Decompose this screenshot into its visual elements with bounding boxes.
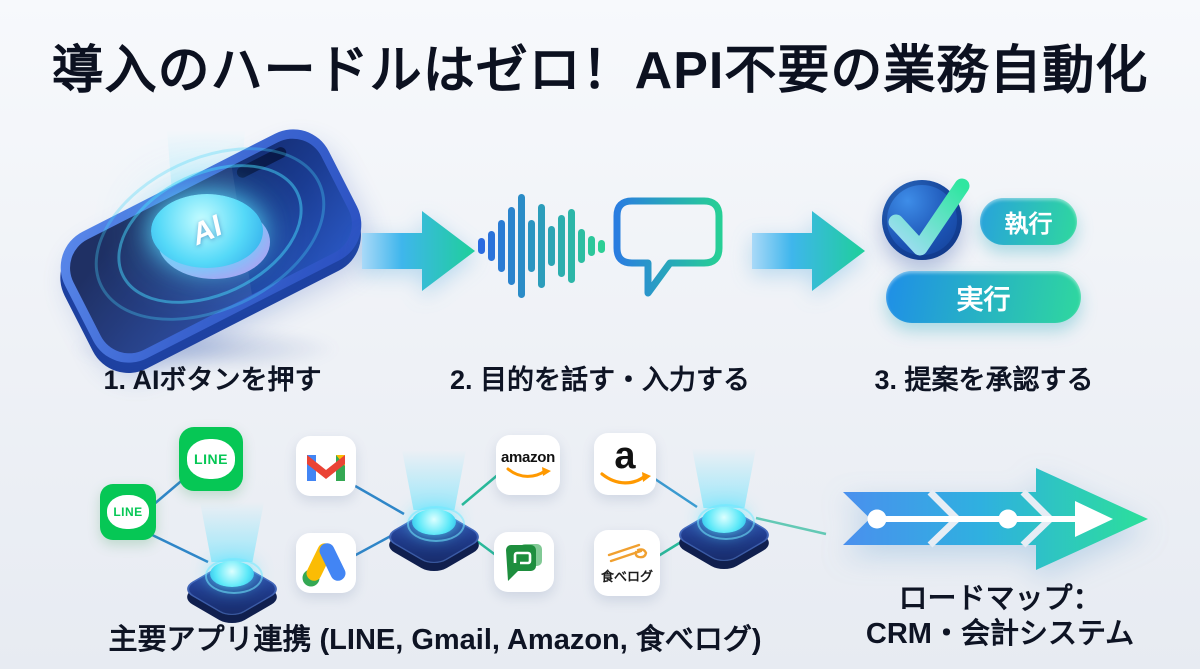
chopsticks-icon bbox=[607, 543, 648, 562]
gmail-app-icon bbox=[296, 436, 356, 496]
amazon-a-app-icon: a bbox=[594, 433, 656, 495]
automation-hub-device bbox=[671, 448, 777, 574]
amazon-logo-text: amazon bbox=[500, 449, 556, 466]
google-ads-logo bbox=[302, 543, 346, 587]
google-chat-app-icon bbox=[494, 532, 554, 592]
amazon-smile-icon bbox=[600, 472, 651, 485]
automation-hub-device bbox=[381, 450, 487, 576]
google-chat-logo bbox=[506, 544, 542, 581]
step3-label: 3. 提案を承認する bbox=[874, 365, 1094, 395]
roadmap-label: ロードマップ： CRM・会計システム bbox=[838, 582, 1162, 652]
line-speech-bubble: LINE bbox=[106, 494, 150, 530]
amazon-letter-text: a bbox=[614, 434, 636, 477]
hub-light-beam bbox=[692, 448, 756, 508]
waveform-bar bbox=[478, 238, 485, 254]
text-message-icon bbox=[613, 197, 723, 297]
tabelog-app-icon: 食べログ bbox=[594, 530, 660, 596]
hub-glow-core bbox=[210, 561, 254, 587]
hub-glow-core bbox=[702, 507, 746, 533]
checkmark-icon bbox=[888, 178, 970, 256]
voice-waveform-icon bbox=[478, 190, 612, 302]
automation-hub-device bbox=[179, 502, 285, 628]
step1-label: 1. AIボタンを押す bbox=[103, 365, 322, 395]
run-button[interactable]: 実行 bbox=[886, 271, 1081, 323]
waveform-bar bbox=[558, 215, 565, 277]
waveform-bar bbox=[488, 231, 495, 261]
line-logo-text: LINE bbox=[194, 450, 228, 467]
waveform-bar bbox=[578, 229, 585, 263]
waveform-bar bbox=[598, 239, 605, 253]
hub-glow-ring bbox=[407, 506, 465, 542]
hub-light-beam bbox=[402, 450, 466, 510]
amazon-app-icon: amazon bbox=[496, 435, 560, 495]
line-logo-text: LINE bbox=[113, 505, 143, 519]
flow-arrow-icon bbox=[362, 211, 475, 291]
waveform-bar bbox=[508, 207, 515, 285]
apps-caption: 主要アプリ連携 (LINE, Gmail, Amazon, 食べログ) bbox=[108, 624, 762, 656]
google-ads-app-icon bbox=[296, 533, 356, 593]
waveform-bar bbox=[498, 220, 505, 272]
execute-button[interactable]: 執行 bbox=[980, 198, 1077, 245]
roadmap-title: ロードマップ： bbox=[898, 583, 1102, 615]
roadmap-arrow bbox=[843, 468, 1148, 570]
waveform-bar bbox=[588, 236, 595, 256]
page-title: 導入のハードルはゼロ！API不要の業務自動化 bbox=[51, 42, 1149, 100]
hub-glow-ring bbox=[697, 504, 755, 540]
line-app-icon: LINE bbox=[179, 427, 243, 491]
hub-light-beam bbox=[200, 502, 264, 562]
hub-glow-ring bbox=[205, 558, 263, 594]
waveform-bar bbox=[568, 209, 575, 283]
flow-arrow-icon bbox=[752, 211, 865, 291]
tabelog-logo-text: 食べログ bbox=[600, 568, 653, 584]
amazon-smile-icon bbox=[506, 467, 551, 478]
gmail-logo bbox=[307, 455, 345, 481]
line-app-icon: LINE bbox=[100, 484, 156, 540]
waveform-bar bbox=[528, 220, 535, 272]
line-speech-bubble: LINE bbox=[186, 439, 236, 479]
roadmap-subtitle: CRM・会計システム bbox=[865, 617, 1135, 650]
step2-label: 2. 目的を話す・入力する bbox=[449, 365, 751, 395]
waveform-bar bbox=[548, 226, 555, 266]
waveform-bar bbox=[538, 204, 545, 288]
ai-button-label: AI bbox=[186, 209, 228, 252]
ai-button[interactable]: AI bbox=[151, 194, 263, 268]
hub-glow-core bbox=[412, 509, 456, 535]
ai-phone-illustration: AI bbox=[46, 112, 376, 387]
waveform-bar bbox=[518, 194, 525, 298]
